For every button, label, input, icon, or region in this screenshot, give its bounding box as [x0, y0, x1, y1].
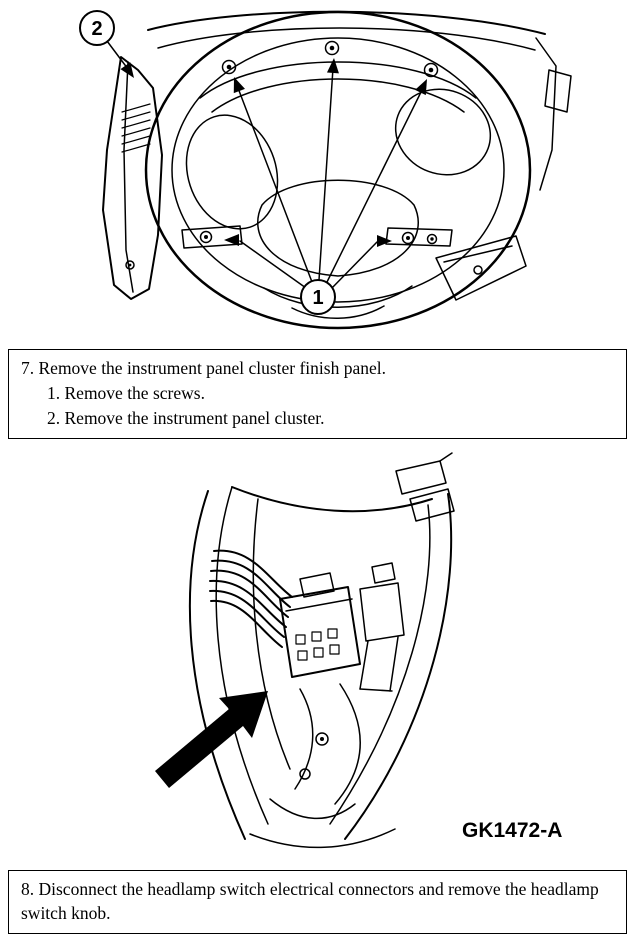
screw-bottom-left: [199, 230, 213, 244]
figure-part-label: GK1472-A: [462, 819, 562, 842]
lower-shroud: [269, 682, 361, 819]
headlamp-switch-connector: [279, 571, 361, 678]
step-7-box: 7. Remove the instrument panel cluster f…: [8, 349, 627, 439]
step-7-line: 7. Remove the instrument panel cluster f…: [21, 358, 386, 378]
screws: [181, 40, 453, 249]
step-7-substep-1: 1. Remove the screws.: [47, 382, 205, 403]
steering-wheel: [144, 10, 532, 330]
callout-1-arrows: [223, 56, 434, 290]
step-7-substep-2: 2. Remove the instrument panel cluster.: [47, 407, 325, 428]
screw-top-left: [221, 59, 237, 75]
cluster-finish-panel: [102, 56, 163, 300]
pointer-arrow: [155, 690, 268, 788]
left-spoke-opening: [185, 114, 279, 230]
step-8-line: 8. Disconnect the headlamp switch electr…: [21, 878, 599, 924]
callout-1: 1: [300, 279, 336, 315]
switch-bracket: [359, 561, 405, 692]
screw-bottom-right-2: [426, 233, 438, 245]
airbag-pad: [257, 179, 419, 277]
figure-instrument-cluster: 2 1: [0, 0, 636, 345]
cluster-hood-arc: [199, 61, 477, 99]
wire-harness: [209, 549, 293, 648]
callout-2-arrow: [106, 40, 140, 83]
callout-2: 2: [79, 10, 115, 46]
right-spoke-opening: [394, 88, 492, 176]
step-8-box: 8. Disconnect the headlamp switch electr…: [8, 869, 627, 935]
callout-2-number: 2: [91, 18, 102, 40]
screw-bottom-right-1: [401, 231, 415, 245]
figure-instrument-cluster-svg: 2 1: [79, 10, 572, 330]
figure-headlamp-switch-svg: GK1472-A: [155, 451, 562, 848]
column-outline: [188, 451, 455, 848]
callout-1-number: 1: [312, 287, 323, 309]
vent-hatching: [121, 103, 151, 153]
lower-right-bracket-panel: [435, 235, 527, 301]
column-shroud: [263, 285, 413, 308]
screw-top-right: [423, 62, 439, 78]
screw-top-center: [324, 40, 340, 56]
figure-headlamp-switch: GK1472-A: [0, 439, 636, 864]
